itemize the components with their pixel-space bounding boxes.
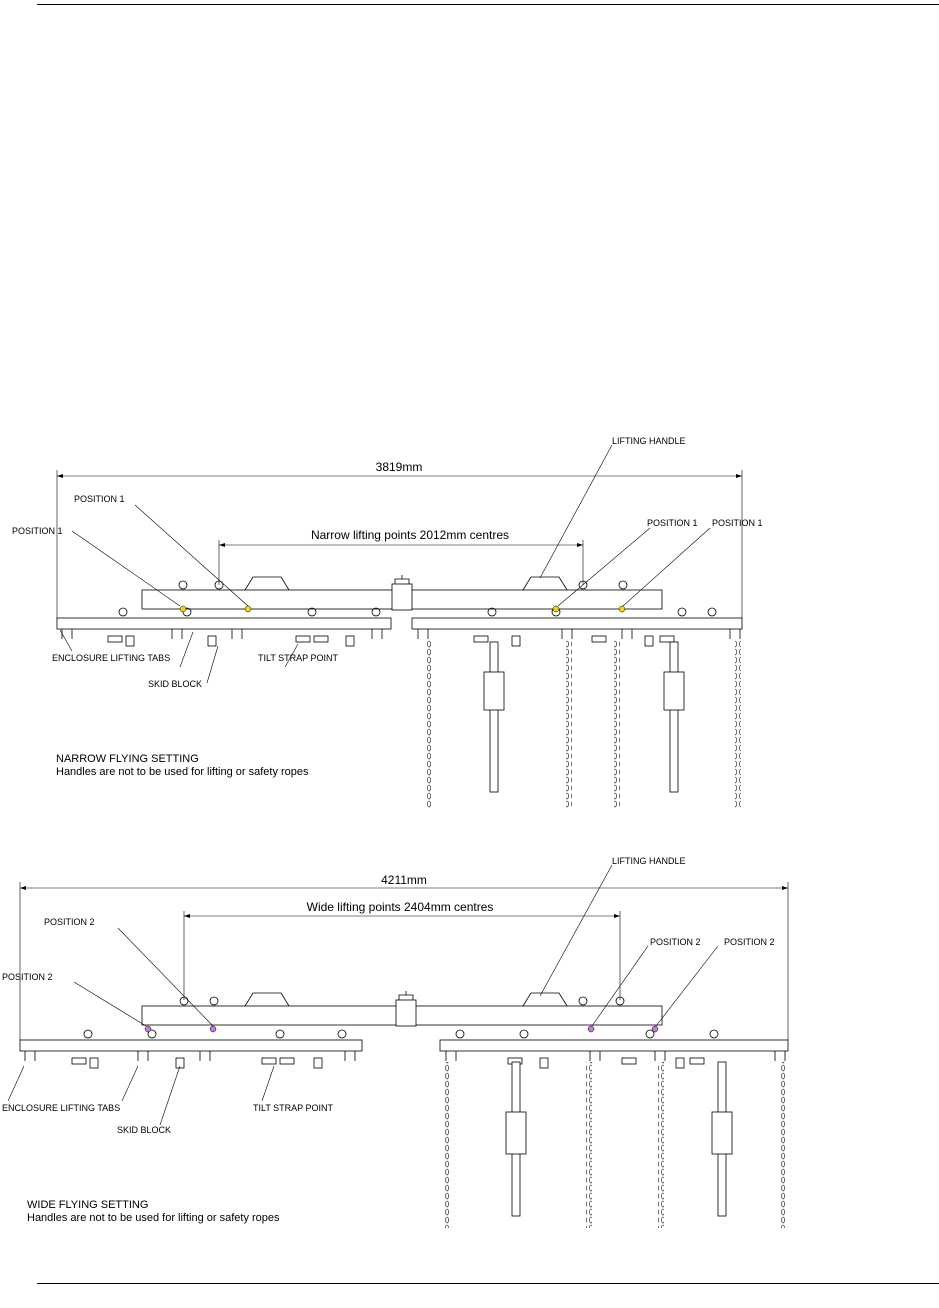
narrow-tilt-strap-label: TILT STRAP POINT xyxy=(258,653,339,663)
narrow-right-handle xyxy=(522,576,568,591)
narrow-caption-note: Handles are not to be used for lifting o… xyxy=(56,766,309,778)
wide-straps xyxy=(505,1061,733,1217)
narrow-chains xyxy=(425,640,741,808)
wide-enclosure-tabs-label: ENCLOSURE LIFTING TABS xyxy=(2,1103,120,1113)
wide-position-right-inner-label: POSITION 2 xyxy=(650,937,701,947)
narrow-enclosure-tabs-label: ENCLOSURE LIFTING TABS xyxy=(52,653,170,663)
narrow-position-markers xyxy=(179,605,626,613)
wide-marker-2 xyxy=(209,1025,217,1033)
wide-tilt-strap-label: TILT STRAP POINT xyxy=(253,1103,334,1113)
wide-position-right-outer-label: POSITION 2 xyxy=(724,937,775,947)
wide-left-handle xyxy=(244,992,290,1007)
wide-skid-block-label: SKID BLOCK xyxy=(117,1125,171,1135)
narrow-lower-rail-left xyxy=(56,617,392,630)
wide-lower-rail-left xyxy=(19,1039,363,1052)
narrow-caption-title: NARROW FLYING SETTING xyxy=(56,753,199,765)
wide-overall-dim-text: 4211mm xyxy=(381,873,427,887)
narrow-left-handle xyxy=(244,576,290,591)
wide-centre-joint xyxy=(395,999,417,1027)
wide-overall-dimension: 4211mm xyxy=(19,873,789,1040)
wide-caption-title: WIDE FLYING SETTING xyxy=(27,1199,148,1211)
narrow-marker-1 xyxy=(179,605,187,613)
wide-lower-rail-right xyxy=(439,1039,789,1052)
narrow-position-right-outer-label: POSITION 1 xyxy=(712,518,763,528)
narrow-marker-3 xyxy=(552,605,560,613)
wide-chains xyxy=(443,1062,786,1228)
wide-marker-4 xyxy=(651,1025,659,1033)
bottom-rule xyxy=(37,1283,939,1284)
narrow-straps xyxy=(483,641,685,793)
wide-lifting-points-dimension: Wide lifting points 2404mm centres xyxy=(183,900,621,1000)
narrow-position-right-inner-label: POSITION 1 xyxy=(647,518,698,528)
wide-position-left-inner-label: POSITION 2 xyxy=(44,917,95,927)
narrow-marker-2 xyxy=(244,605,252,613)
narrow-lower-rail-right xyxy=(411,617,743,630)
wide-lifting-handle-label: LIFTING HANDLE xyxy=(612,856,686,866)
narrow-skid-block-label: SKID BLOCK xyxy=(148,679,202,689)
wide-setting: 4211mm Wide lifting points 2404mm centre… xyxy=(2,856,789,1228)
wide-marker-1 xyxy=(144,1025,152,1033)
top-rule xyxy=(37,4,939,5)
wide-position-markers xyxy=(144,1025,659,1033)
narrow-leaders xyxy=(59,444,711,684)
narrow-setting: 3819mm Narrow lifting points 2012mm cent… xyxy=(12,436,763,808)
narrow-position-left-outer-label: POSITION 1 xyxy=(12,526,63,536)
wide-lifting-points-text: Wide lifting points 2404mm centres xyxy=(307,900,494,914)
narrow-lifting-points-dimension: Narrow lifting points 2012mm centres xyxy=(218,528,584,585)
narrow-lifting-points-text: Narrow lifting points 2012mm centres xyxy=(311,528,509,542)
wide-caption-note: Handles are not to be used for lifting o… xyxy=(27,1212,280,1224)
wide-leaders xyxy=(7,864,719,1126)
wide-marker-3 xyxy=(587,1025,595,1033)
narrow-centre-joint xyxy=(391,583,413,611)
narrow-overall-dimension: 3819mm xyxy=(56,460,743,620)
wide-right-handle xyxy=(522,992,568,1007)
wide-position-left-outer-label: POSITION 2 xyxy=(2,972,53,982)
narrow-lifting-handle-label: LIFTING HANDLE xyxy=(612,436,686,446)
narrow-position-left-inner-label: POSITION 1 xyxy=(74,494,125,504)
narrow-overall-dim-text: 3819mm xyxy=(376,460,423,474)
narrow-marker-4 xyxy=(618,605,626,613)
